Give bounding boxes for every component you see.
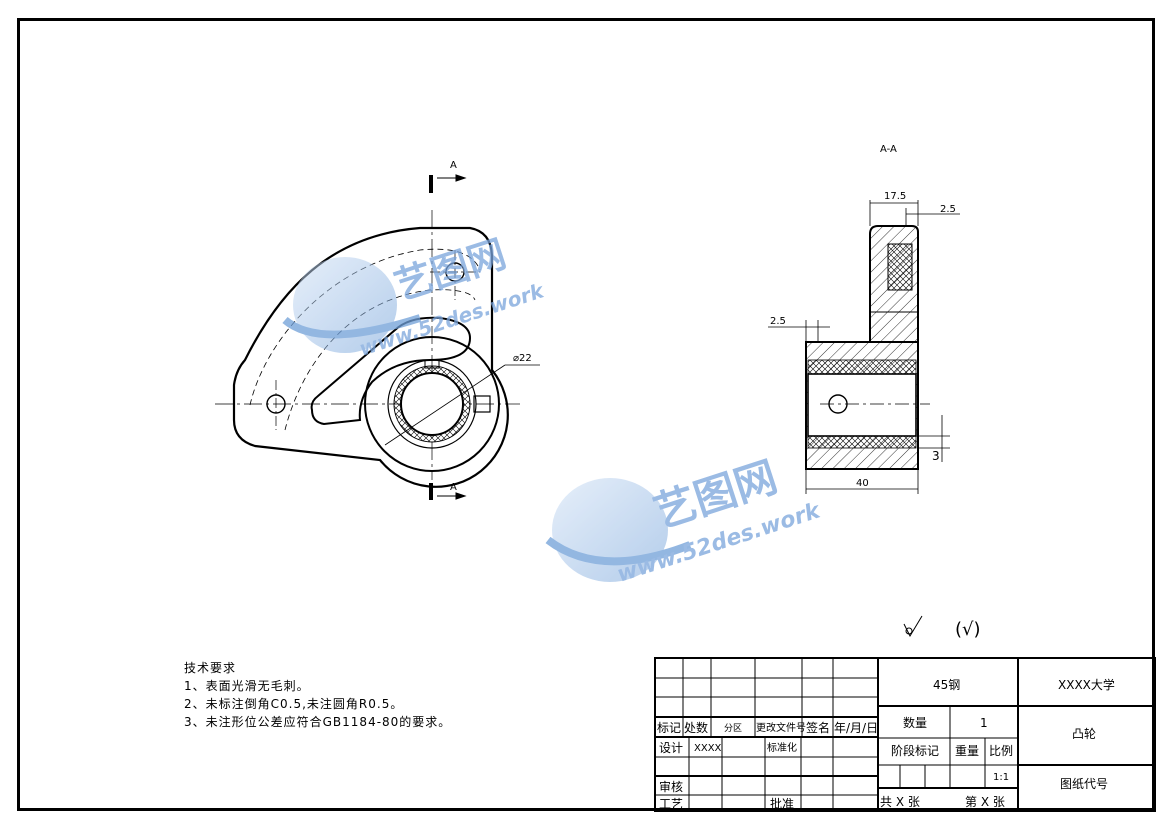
tech-item-2: 2、未标注倒角C0.5,未注圆角R0.5。 [184, 697, 404, 711]
material-value: 45钢 [933, 678, 960, 692]
tech-item-3: 3、未注形位公差应符合GB1184-80的要求。 [184, 715, 452, 729]
dim-top-offset: 2.5 [940, 204, 956, 215]
section-view [768, 200, 960, 494]
row-sign-label: 签名 [806, 720, 830, 735]
row-date-label: 年/月/日 [834, 721, 878, 735]
tech-title: 技术要求 [184, 661, 237, 675]
row-count-label: 处数 [684, 720, 708, 735]
technical-requirements: 技术要求 1、表面光滑无毛刺。 2、未标注倒角C0.5,未注圆角R0.5。 3、… [184, 659, 451, 731]
drawing-frame [17, 18, 1155, 811]
surface-finish-icon [903, 615, 923, 638]
tech-item-1: 1、表面光滑无毛刺。 [184, 679, 310, 693]
design-label: 设计 [659, 741, 683, 755]
watermark-logo-2: 艺图网 www.52des.work [545, 452, 824, 588]
stage-label: 阶段标记 [891, 743, 939, 758]
dim-total-length: 40 [856, 478, 869, 489]
row-zone-label: 分区 [724, 723, 742, 734]
weight-label: 重量 [955, 744, 979, 758]
quantity-value: 1 [980, 716, 988, 730]
standard-label: 标准化 [767, 741, 797, 754]
school-name: XXXX大学 [1058, 677, 1115, 692]
quantity-label: 数量 [903, 715, 927, 730]
title-block [654, 657, 1156, 812]
sheets-total: 共 X 张 [880, 795, 920, 809]
dim-bore-diameter: ⌀22 [513, 353, 532, 364]
scale-label: 比例 [989, 744, 1013, 758]
section-label: A-A [880, 144, 897, 155]
part-name: 凸轮 [1072, 727, 1096, 741]
approve-label: 批准 [770, 796, 794, 811]
scale-value: 1:1 [993, 772, 1009, 783]
designer-name: XXXX [694, 743, 722, 754]
process-label: 工艺 [659, 797, 683, 811]
cam-front-view [215, 174, 540, 500]
dim-top-width: 17.5 [884, 191, 906, 202]
row-change-label: 更改文件号 [756, 721, 806, 734]
dim-left-offset: 2.5 [770, 316, 786, 327]
row-mark-label: 标记 [657, 721, 681, 735]
sheet-number: 第 X 张 [965, 795, 1005, 809]
dim-groove-depth: 3 [932, 449, 940, 463]
cut-marker-top-label: A [450, 160, 457, 171]
watermark-logo-1: 艺图网 www.52des.work [282, 231, 548, 361]
surface-finish-note: (√) [955, 619, 981, 640]
drawing-number-label: 图纸代号 [1060, 777, 1108, 791]
cut-marker-bottom-label: A [450, 482, 457, 493]
review-label: 审核 [659, 779, 683, 794]
